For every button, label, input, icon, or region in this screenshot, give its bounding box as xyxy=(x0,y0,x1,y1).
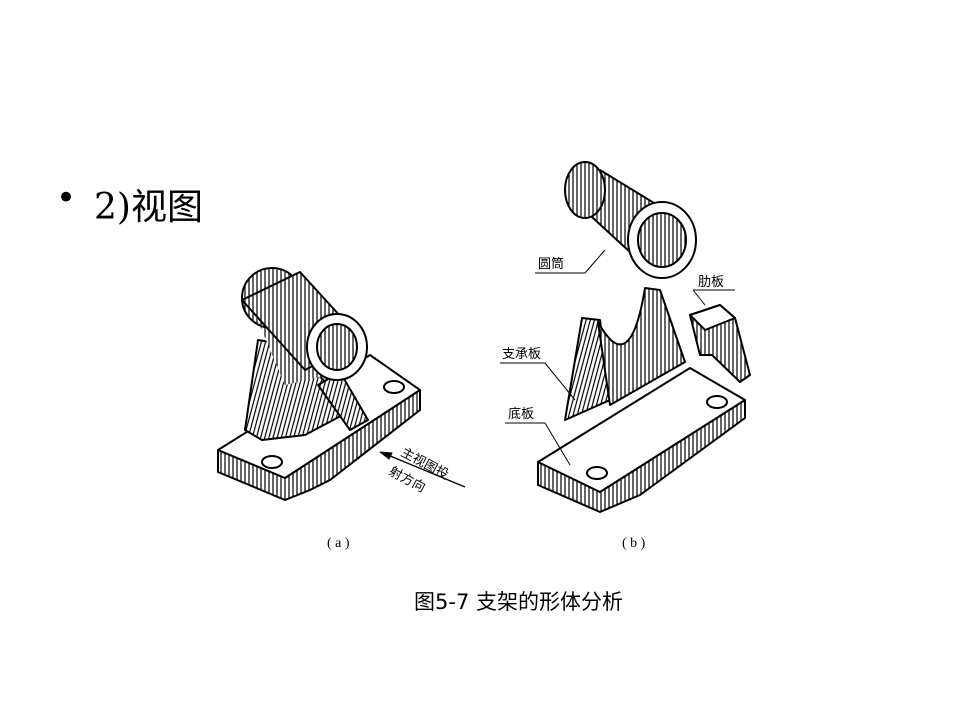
cylinder-bore xyxy=(637,212,687,268)
base-plate-top xyxy=(537,367,746,493)
slide-heading: 2)视图 xyxy=(94,187,203,228)
support-plate-saddle xyxy=(597,287,686,406)
bolt-hole xyxy=(586,466,608,480)
projection-arrow xyxy=(382,452,466,488)
label-base-plate: 底板 xyxy=(508,406,534,422)
bullet-marker: • xyxy=(56,178,77,218)
cylinder-bore xyxy=(316,323,358,371)
rib-top xyxy=(689,304,736,331)
bolt-hole xyxy=(706,395,728,409)
label-support-plate: 支承板 xyxy=(502,347,541,362)
label-cylinder: 圆筒 xyxy=(538,256,564,272)
bolt-hole xyxy=(261,455,283,469)
figure-b-exploded-parts xyxy=(500,161,751,513)
figure-a-label: ( a ) xyxy=(327,536,350,551)
label-rib: 肋板 xyxy=(698,275,724,290)
figure-caption: 图5-7 支架的形体分析 xyxy=(414,590,623,614)
bolt-hole xyxy=(383,380,405,394)
support-plate xyxy=(564,317,611,421)
figure-b-label: ( b ) xyxy=(622,536,646,551)
figure-a-assembled-bracket xyxy=(217,267,466,501)
